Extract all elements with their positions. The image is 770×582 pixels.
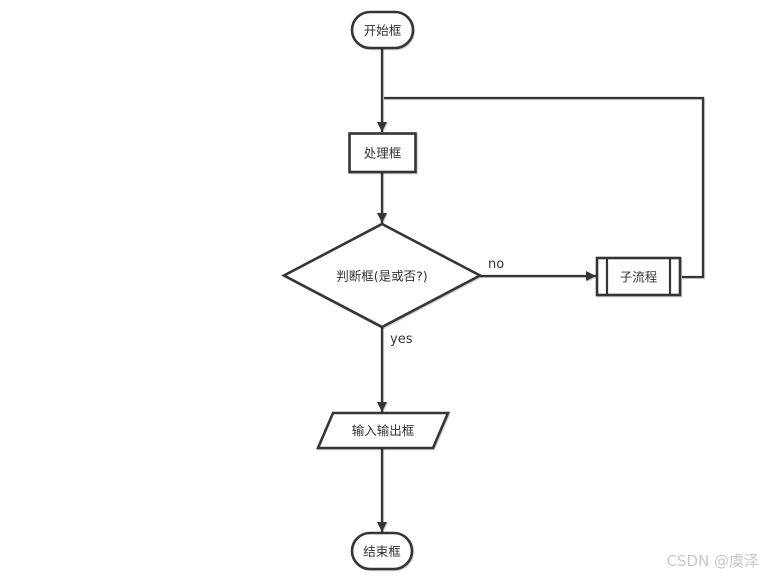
end-terminator-shape xyxy=(350,531,414,571)
process-rect-shape xyxy=(348,132,417,174)
edge-labels-layer: no yes xyxy=(390,257,504,347)
start-label: 开始框 xyxy=(364,23,402,38)
edge-loop-subprocess-to-process xyxy=(384,96,705,279)
io-parallelogram-shape xyxy=(316,411,450,450)
edge-label-yes: yes xyxy=(390,332,413,347)
start-terminator-shape xyxy=(350,10,415,50)
node-process: 处理框 xyxy=(348,132,417,174)
decision-label: 判断框(是或否?) xyxy=(336,269,427,284)
node-io: 输入输出框 xyxy=(316,411,450,450)
node-decision: 判断框(是或否?) xyxy=(281,222,483,329)
node-start: 开始框 xyxy=(350,10,415,50)
end-label: 结束框 xyxy=(363,544,401,559)
edge-label-no: no xyxy=(488,257,504,272)
io-label: 输入输出框 xyxy=(352,423,415,438)
subprocess-rect-shape xyxy=(595,256,682,297)
csdn-watermark: CSDN @虞泽 xyxy=(666,552,759,570)
decision-diamond-shape xyxy=(281,222,483,329)
process-label: 处理框 xyxy=(364,146,402,161)
edges-layer xyxy=(377,48,705,532)
node-end: 结束框 xyxy=(350,531,414,571)
node-subprocess: 子流程 xyxy=(595,256,682,297)
nodes-layer: 开始框 处理框 判断框(是或否?) 子流程 输入输出 xyxy=(281,10,682,571)
subprocess-label: 子流程 xyxy=(620,270,658,285)
